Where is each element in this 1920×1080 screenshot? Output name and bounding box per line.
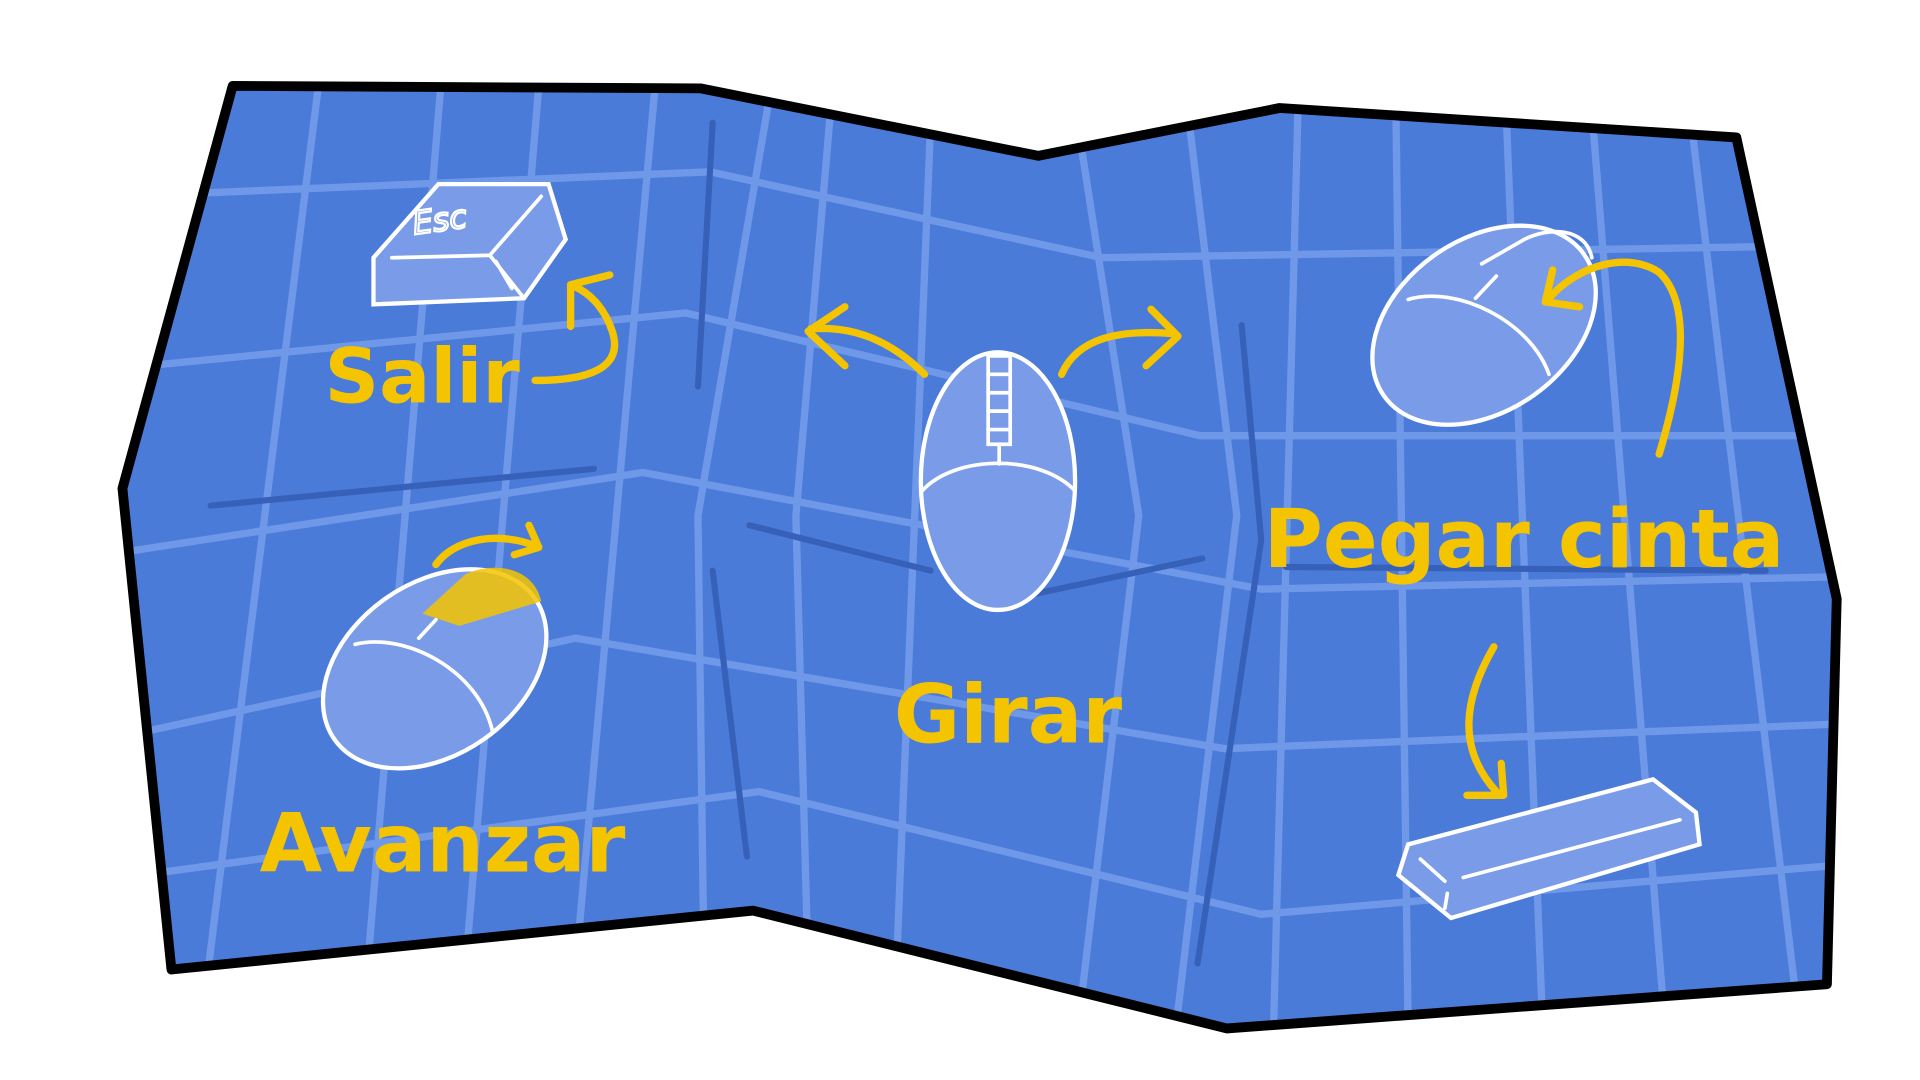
fold-creases (207, 119, 1769, 967)
arrow-icon (432, 521, 543, 569)
mouse-left-click-icon (320, 567, 549, 771)
pegar-cinta-label: Pegar cinta (1264, 493, 1785, 587)
arrow-icon (531, 271, 619, 385)
arrow-icon (1541, 258, 1685, 458)
salir-label: Salir (324, 331, 520, 420)
mouse-right-click-icon (1370, 223, 1598, 427)
girar-label: Girar (894, 668, 1122, 762)
svg-text:Esc: Esc (410, 197, 469, 242)
spacebar-key-icon (1395, 776, 1702, 921)
arrow-left-icon (804, 303, 929, 378)
esc-key-icon: Esc (371, 181, 569, 307)
mouse-move-icon (918, 350, 1078, 613)
arrow-right-icon (1057, 305, 1182, 378)
arrow-icon (1463, 643, 1508, 799)
avanzar-label: Avanzar (260, 797, 626, 891)
